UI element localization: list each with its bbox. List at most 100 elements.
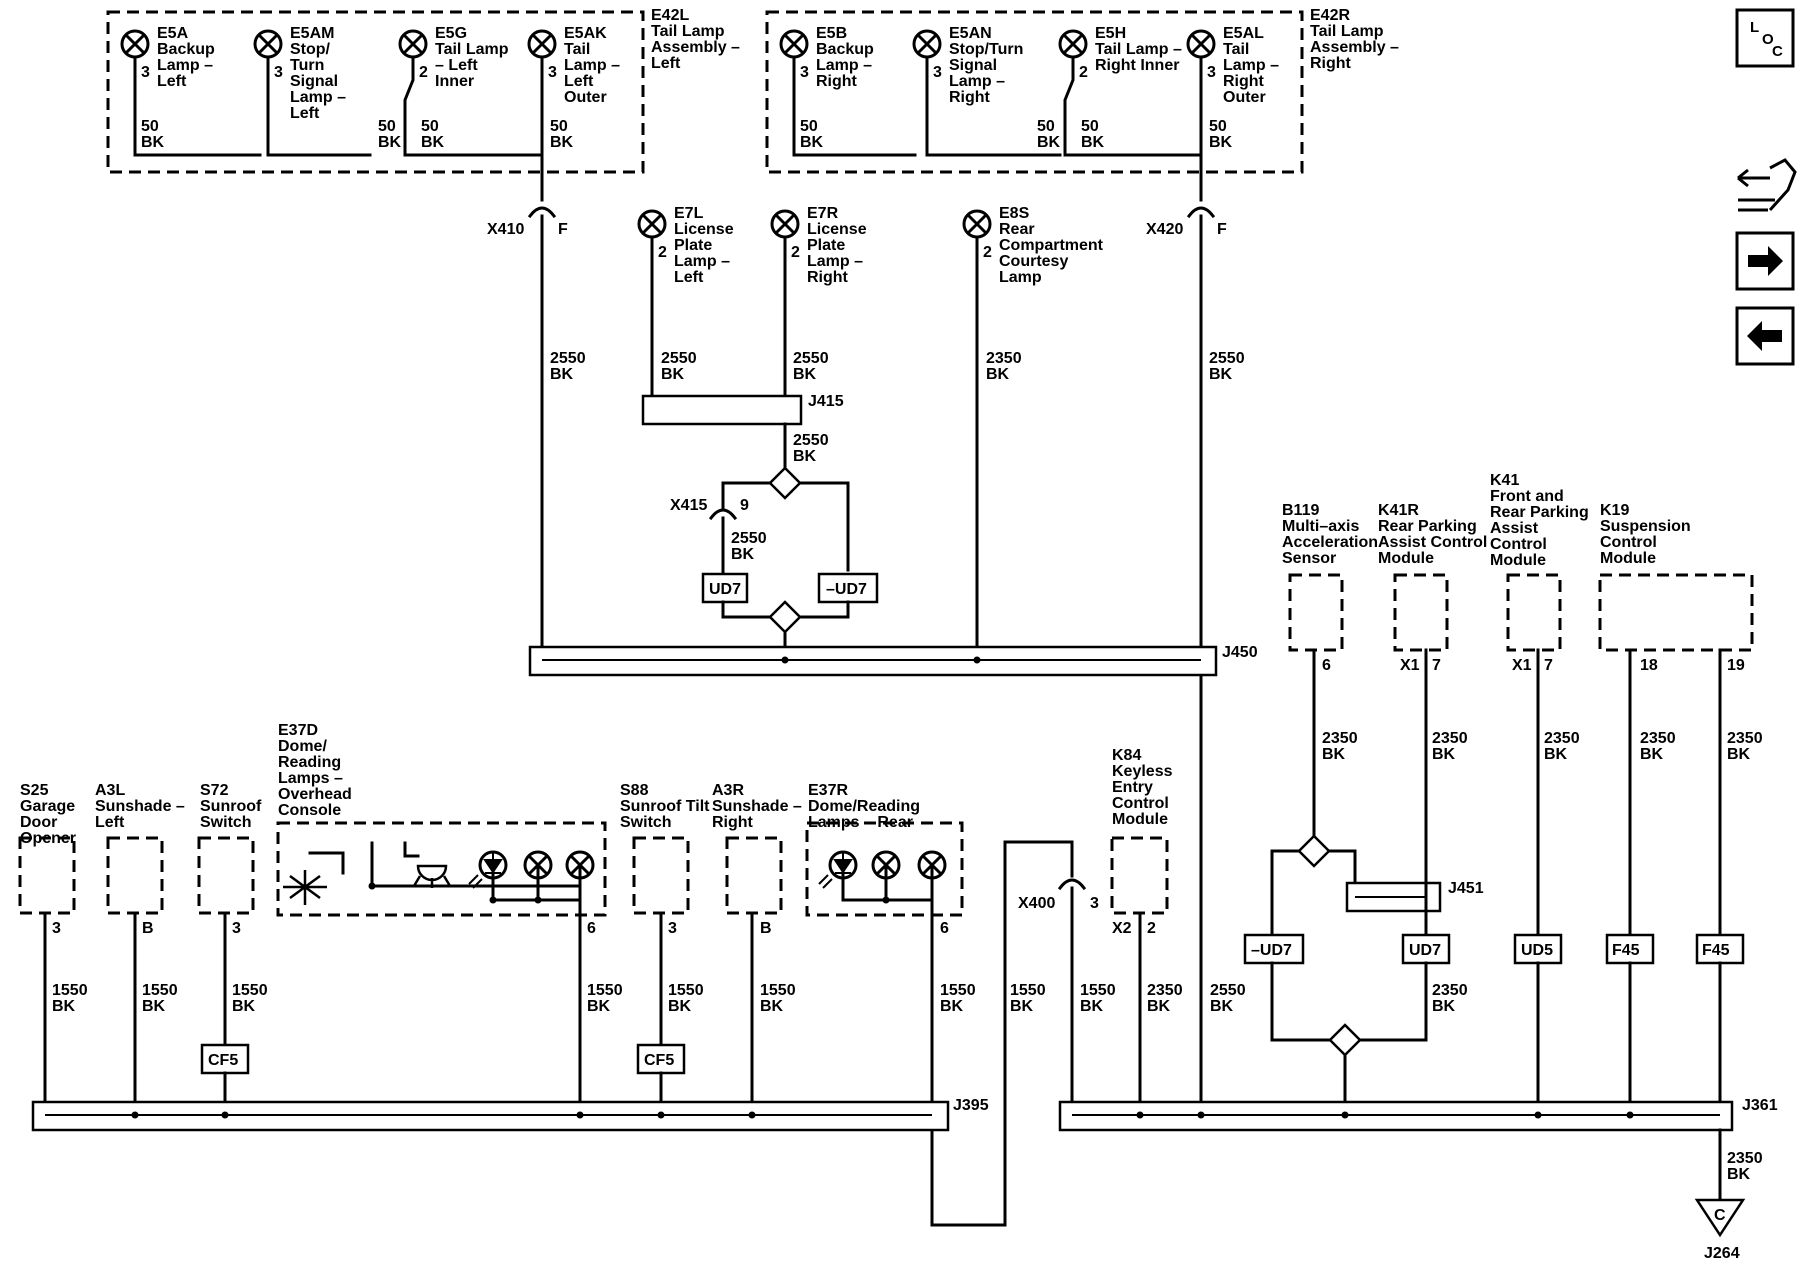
svg-text:2: 2 [419,64,428,81]
svg-text:CF5: CF5 [208,1052,238,1069]
svg-text:2: 2 [983,244,992,261]
svg-text:7: 7 [1544,657,1553,674]
s72-box [197,836,255,915]
svg-text:BK: BK [1640,746,1664,763]
svg-text:3: 3 [800,64,809,81]
svg-text:2: 2 [1147,920,1156,937]
loc-button[interactable]: L O C [1735,8,1795,68]
e5am-wire [266,56,372,157]
e8s-lamp-icon [962,209,992,239]
e42r-assembly-box [765,10,1304,174]
svg-text:3: 3 [1090,895,1099,912]
svg-text:Switch: Switch [620,814,672,831]
e5am-lamp-icon [253,29,283,59]
svg-text:3: 3 [548,64,557,81]
svg-text:BK: BK [1147,998,1171,1015]
svg-text:E42L: E42L [651,7,689,24]
svg-text:3: 3 [1207,64,1216,81]
svg-text:BK: BK [378,134,402,151]
wrench-icon[interactable] [1737,158,1797,212]
svg-text:Suspension: Suspension [1600,518,1691,535]
svg-text:Sunshade –: Sunshade – [712,798,802,815]
svg-text:X400: X400 [1018,895,1055,912]
svg-text:J451: J451 [1448,880,1484,897]
svg-text:BK: BK [232,998,256,1015]
svg-text:– Left: – Left [435,57,478,74]
svg-text:18: 18 [1640,657,1658,674]
svg-text:Module: Module [1600,550,1656,567]
k19-label: K19 [1600,502,1629,519]
svg-text:Compartment: Compartment [999,237,1104,254]
svg-text:License: License [807,221,867,238]
svg-text:X1: X1 [1400,657,1420,674]
svg-text:Lamps –: Lamps – [278,770,343,787]
k84-box [1110,836,1169,915]
svg-text:6: 6 [940,920,949,937]
svg-text:2350: 2350 [1544,730,1580,747]
svg-text:Door: Door [20,814,57,831]
e42l-assembly-box [106,10,645,174]
svg-text:Lamp –: Lamp – [816,57,872,74]
svg-text:Sensor: Sensor [1282,550,1336,567]
a3l-label: A3L [95,782,125,799]
e5an-wire [925,56,1062,157]
e5an-lamp-icon [912,29,942,59]
svg-text:Acceleration: Acceleration [1282,534,1378,551]
svg-text:50: 50 [421,118,439,135]
svg-text:Inner: Inner [435,73,474,90]
svg-text:7: 7 [1432,657,1441,674]
svg-text:BK: BK [793,448,817,465]
svg-text:Left: Left [564,73,594,90]
svg-text:50: 50 [378,118,396,135]
svg-text:–UD7: –UD7 [1251,942,1292,959]
a3r-box [725,836,783,915]
e7l-lamp-icon [637,209,667,239]
svg-text:Control: Control [1112,795,1169,812]
svg-text:BK: BK [940,998,964,1015]
svg-text:Lamps – Rear: Lamps – Rear [808,814,913,831]
e5h-wire [1063,56,1203,157]
svg-text:BK: BK [661,366,685,383]
svg-text:BK: BK [1037,134,1061,151]
svg-text:50: 50 [550,118,568,135]
svg-text:Courtesy: Courtesy [999,253,1068,270]
e5a-label: E5A [157,25,189,42]
e5h-lamp-icon [1058,29,1088,59]
svg-text:3: 3 [141,64,150,81]
svg-text:B: B [142,920,154,937]
svg-text:Sunroof: Sunroof [200,798,262,815]
svg-text:Rear Parking: Rear Parking [1378,518,1477,535]
svg-text:J264: J264 [1704,1245,1740,1262]
svg-text:1550: 1550 [142,982,178,999]
svg-text:BK: BK [550,366,574,383]
svg-text:Stop/: Stop/ [290,41,331,58]
svg-text:Signal: Signal [949,57,997,74]
e37d-map-lamp-icon [283,870,327,905]
e5a-lamp-icon [120,29,150,59]
svg-text:Tail: Tail [1223,41,1249,58]
svg-text:F: F [558,221,568,238]
svg-text:E42R: E42R [1310,7,1350,24]
x420-connector [1186,206,1216,219]
svg-text:Lamp –: Lamp – [807,253,863,270]
svg-text:BK: BK [1209,366,1233,383]
next-page-button[interactable] [1735,231,1795,291]
svg-text:50: 50 [1081,118,1099,135]
svg-text:X415: X415 [670,497,707,514]
e5al-label: E5AL [1223,25,1264,42]
x410-label: X410 [487,221,524,238]
e37r-label: E37R [808,782,848,799]
e5b-label: E5B [816,25,847,42]
svg-text:Garage: Garage [20,798,75,815]
s25-box [18,836,76,915]
svg-text:Module: Module [1112,811,1168,828]
svg-text:Outer: Outer [1223,89,1266,106]
prev-page-button[interactable] [1735,306,1795,366]
svg-text:Module: Module [1378,550,1434,567]
svg-text:UD7: UD7 [1409,942,1441,959]
e7r-label: E7R [807,205,839,222]
e5ak-label: E5AK [564,25,607,42]
svg-text:L: L [1750,19,1759,36]
e5an-label: E5AN [949,25,992,42]
svg-text:Assembly –: Assembly – [1310,39,1399,56]
